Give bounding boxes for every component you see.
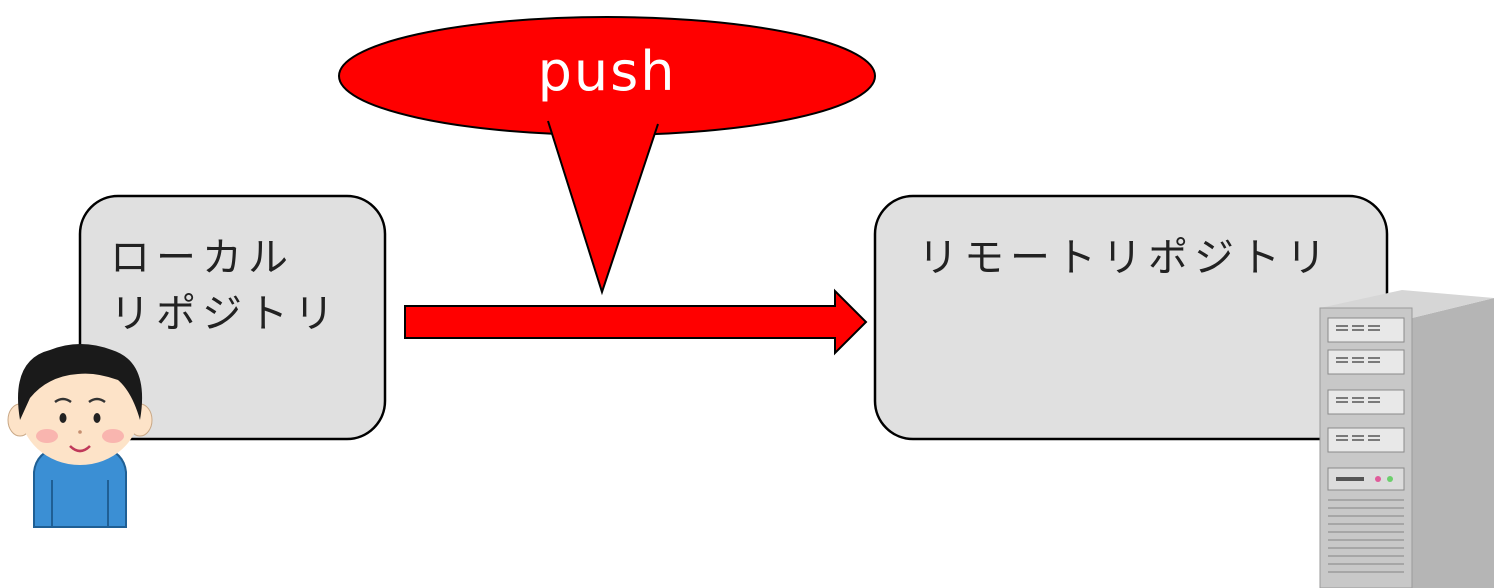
push-arrow [404, 288, 868, 356]
local-repository-label-line2: リポジトリ [110, 291, 340, 337]
remote-repository-label: リモートリポジトリ [918, 235, 1332, 281]
push-label: push [537, 40, 677, 103]
server-icon [1319, 290, 1494, 588]
local-repository-box [78, 194, 387, 441]
local-repository-label-line1: ローカル [110, 235, 294, 281]
person-icon [7, 344, 153, 528]
local-repository-label: ローカル リポジトリ [110, 230, 340, 342]
push-speech-bubble [338, 16, 876, 296]
